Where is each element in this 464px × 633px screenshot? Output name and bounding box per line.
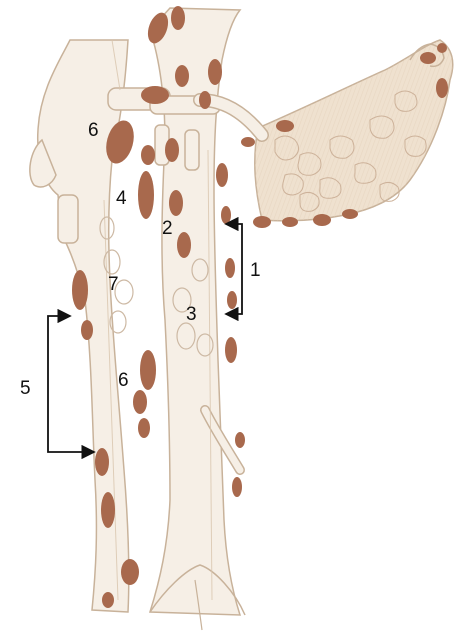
- label-6-lower: 6: [118, 370, 129, 391]
- lymph-node: [175, 65, 189, 87]
- lymph-node: [102, 592, 114, 608]
- lymph-node: [140, 350, 156, 390]
- lymph-node: [95, 448, 109, 476]
- lymph-node: [235, 432, 245, 448]
- lymph-node: [342, 209, 358, 219]
- label-1: 1: [250, 260, 261, 281]
- lymph-node: [101, 492, 115, 528]
- lymph-node: [177, 232, 191, 258]
- lymph-node: [133, 390, 147, 414]
- lymph-node: [169, 190, 183, 216]
- lymph-node: [253, 216, 271, 228]
- lymph-node: [138, 171, 154, 219]
- lymph-node: [138, 418, 150, 438]
- lymph-node: [121, 559, 139, 585]
- label-5: 5: [20, 378, 31, 399]
- lymph-node: [232, 477, 242, 497]
- label-2: 2: [162, 218, 173, 239]
- lymph-node: [221, 206, 231, 224]
- lymph-node: [141, 145, 155, 165]
- lymph-node: [208, 59, 222, 85]
- lymph-node: [436, 78, 448, 98]
- lymph-node: [141, 86, 169, 104]
- lymph-node: [199, 91, 211, 109]
- lymph-node: [81, 320, 93, 340]
- lymph-node: [72, 270, 88, 310]
- lymph-node: [241, 137, 255, 147]
- label-4: 4: [116, 188, 127, 209]
- label-6-upper: 6: [88, 120, 99, 141]
- lymph-node: [216, 163, 228, 187]
- lymph-node: [420, 52, 436, 64]
- lymph-node: [165, 138, 179, 162]
- label-7: 7: [108, 274, 119, 295]
- lymph-node: [437, 43, 447, 53]
- lymph-node: [276, 120, 294, 132]
- bracket-arrow-icon: [48, 316, 88, 452]
- lymph-node: [225, 258, 235, 278]
- lymph-node: [171, 6, 185, 30]
- label-3: 3: [186, 304, 197, 325]
- lymph-node: [282, 217, 298, 227]
- lymph-node: [227, 291, 237, 309]
- lymph-node: [225, 337, 237, 363]
- lymph-node: [313, 214, 331, 226]
